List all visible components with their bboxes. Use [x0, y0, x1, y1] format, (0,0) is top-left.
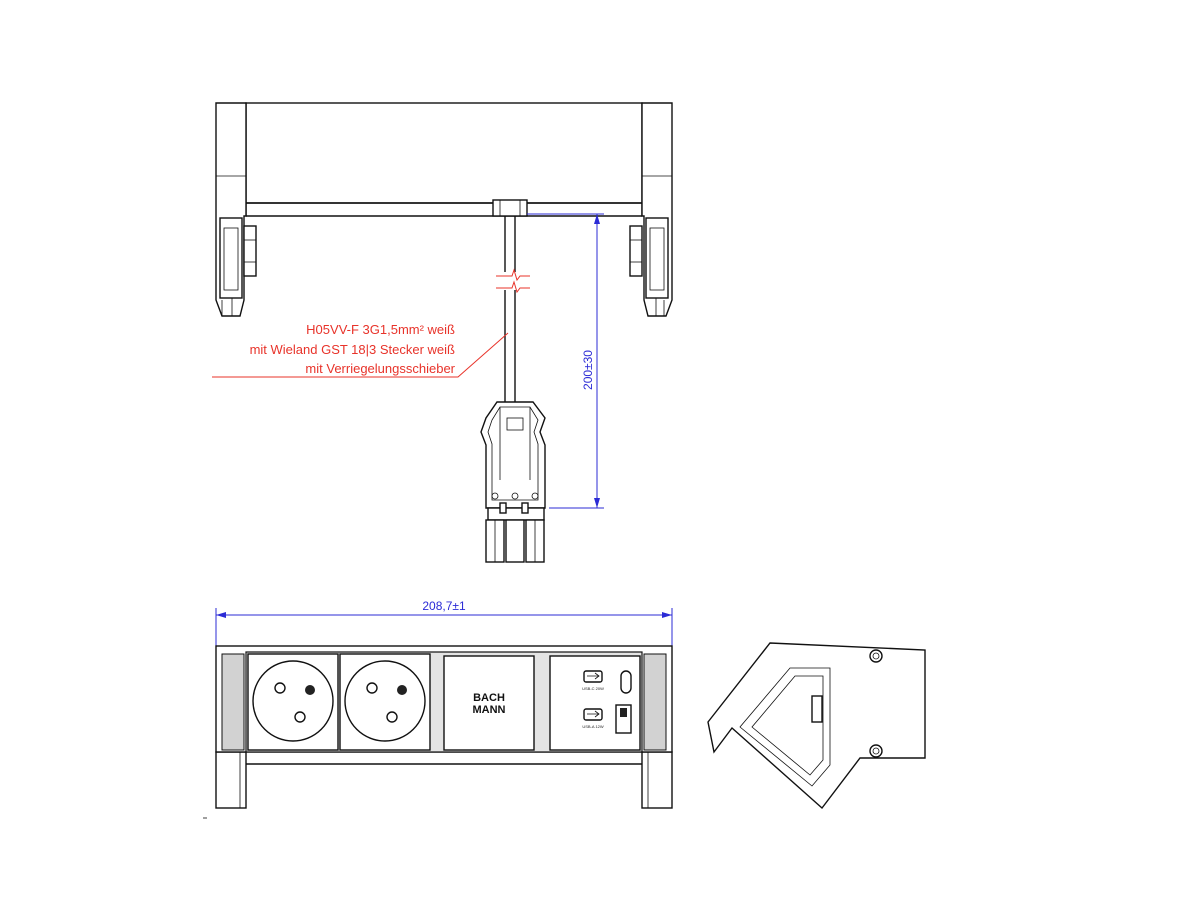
top-left-end-cap — [215, 102, 257, 317]
cable-note-line-2: mit Wieland GST 18|3 Stecker weiß — [250, 342, 455, 357]
cable — [496, 216, 530, 402]
usb-a-symbol-icon — [583, 708, 603, 721]
front-view: BACH MANN USB-C 20W USB-A 12W — [215, 645, 673, 809]
socket-module-2 — [339, 653, 431, 751]
side-latch — [811, 695, 823, 723]
socket-1-face — [252, 660, 334, 742]
top-view — [215, 102, 673, 317]
usb-c-label: USB-C 20W — [582, 686, 604, 691]
front-right-leg — [641, 751, 673, 809]
cable-length-dimension: 200±30 — [527, 213, 604, 509]
cable-note: H05VV-F 3G1,5mm² weiß mit Wieland GST 18… — [212, 322, 509, 378]
side-screw-top — [869, 649, 883, 663]
logo-module: BACH MANN — [443, 655, 535, 751]
cable-break-mark — [496, 280, 530, 294]
usb-a-label: USB-A 12W — [582, 724, 604, 729]
cable-break-mark — [496, 268, 530, 282]
cable-gland — [492, 199, 528, 217]
top-housing — [245, 102, 643, 204]
cable-length-value: 200±30 — [581, 350, 595, 390]
side-profile — [707, 642, 926, 810]
cable-note-line-3: mit Verriegelungsschieber — [305, 361, 455, 376]
overall-width-value: 208,7±1 — [422, 599, 466, 613]
socket-module-1 — [247, 653, 339, 751]
usb-module: USB-C 20W USB-A 12W — [549, 655, 641, 751]
usb-c-port — [620, 670, 632, 694]
usb-a-port — [615, 704, 632, 734]
front-left-leg — [215, 751, 247, 809]
cable-note-line-1: H05VV-F 3G1,5mm² weiß — [306, 322, 455, 337]
brand-line-1: BACH — [473, 692, 505, 704]
usb-c-symbol-icon — [583, 670, 603, 683]
top-right-end-cap — [629, 102, 673, 317]
brand-line-2: MANN — [473, 704, 506, 716]
socket-2-face — [344, 660, 426, 742]
side-screw-bottom — [869, 744, 883, 758]
wieland-connector — [480, 401, 546, 563]
cable-note-leader — [212, 332, 509, 378]
overall-width-dimension: 208,7±1 — [215, 599, 673, 648]
side-view — [707, 642, 926, 810]
